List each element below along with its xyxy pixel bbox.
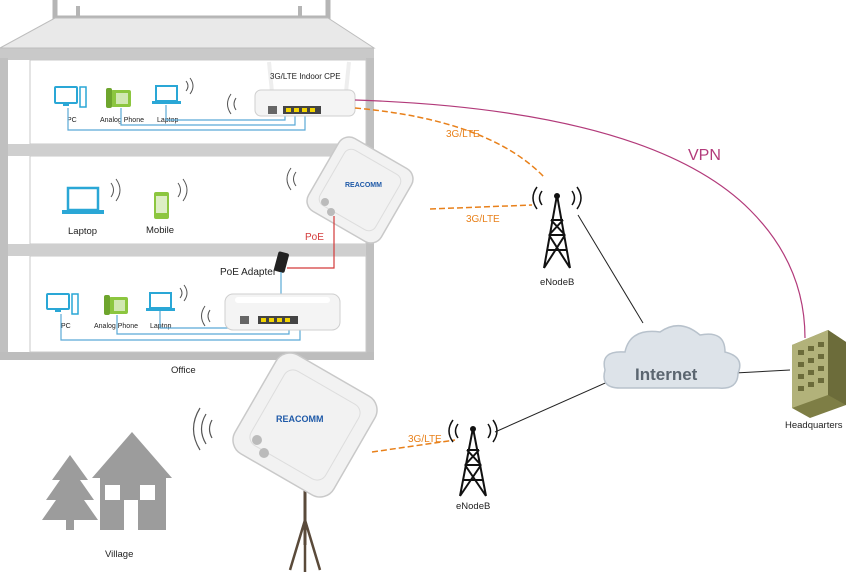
laptop-icon: [152, 85, 181, 104]
lte-link-outdoor: [429, 204, 533, 210]
pc-icon: [54, 86, 87, 108]
analog-phone-icon: [106, 88, 131, 108]
mobile-icon: [154, 192, 169, 219]
headquarters-label: Headquarters: [785, 420, 843, 431]
analog-phone-label: Analog Phone: [100, 117, 144, 124]
brand-logo: REACOMM: [345, 182, 382, 189]
vpn-label: VPN: [688, 147, 721, 164]
cpe-router-icon: [254, 61, 356, 117]
pc-label: PC: [61, 323, 71, 330]
laptop-icon: [62, 186, 104, 214]
wireless-waves-icon: [185, 77, 237, 115]
enodeb-tower-icon: [448, 419, 498, 497]
mobile-label: Mobile: [146, 225, 174, 236]
analog-phone-icon: [104, 295, 128, 315]
lte-label-2: 3G/LTE: [466, 214, 500, 225]
cpe-label: 3G/LTE Indoor CPE: [270, 72, 341, 81]
analog-phone-label: Analog Phone: [94, 323, 138, 330]
enodeb-top-label: eNodeB: [540, 277, 574, 288]
pc-icon: [46, 293, 79, 315]
laptop-icon: [146, 292, 175, 311]
wireless-waves-icon: [110, 167, 297, 202]
brand-logo: REACOMM: [276, 414, 324, 424]
lte-link-village: [371, 439, 456, 453]
vpn-line: [354, 99, 806, 339]
outdoor-cpe-icon: REACOMM: [192, 352, 378, 572]
laptop-label: Laptop: [68, 226, 97, 237]
poe-label: PoE: [305, 232, 324, 243]
internet-label: Internet: [635, 365, 698, 384]
poe-adapter-icon: [274, 251, 289, 273]
backbone-links: [494, 214, 791, 433]
laptop-label: Laptop: [150, 323, 172, 330]
floor-3: PoE Adapter PC Analog Phone Laptop: [46, 251, 341, 341]
floor-2: Laptop Mobile REACOMM PoE: [62, 136, 414, 269]
village: Village: [42, 432, 172, 560]
office-label: Office: [171, 365, 196, 376]
headquarters-building-icon: [792, 330, 846, 418]
enodeb-bottom-label: eNodeB: [456, 501, 490, 512]
village-label: Village: [105, 549, 133, 560]
enodeb-tower-icon: [532, 186, 582, 269]
lte-links: [354, 107, 546, 453]
floor-1: PC Analog Phone Laptop: [54, 61, 356, 131]
house-icon: [92, 432, 172, 530]
lte-label-3: 3G/LTE: [408, 434, 442, 445]
poe-line: [287, 216, 335, 269]
poe-adapter-label: PoE Adapter: [220, 267, 277, 278]
pc-label: PC: [67, 117, 77, 124]
lte-link-cpe: [354, 107, 546, 179]
cpe-router-icon: [224, 293, 341, 331]
tree-icon: [42, 455, 98, 530]
lte-label-1: 3G/LTE: [446, 129, 480, 140]
wireless-waves-icon: [179, 284, 211, 327]
cloud-icon: [603, 325, 741, 389]
